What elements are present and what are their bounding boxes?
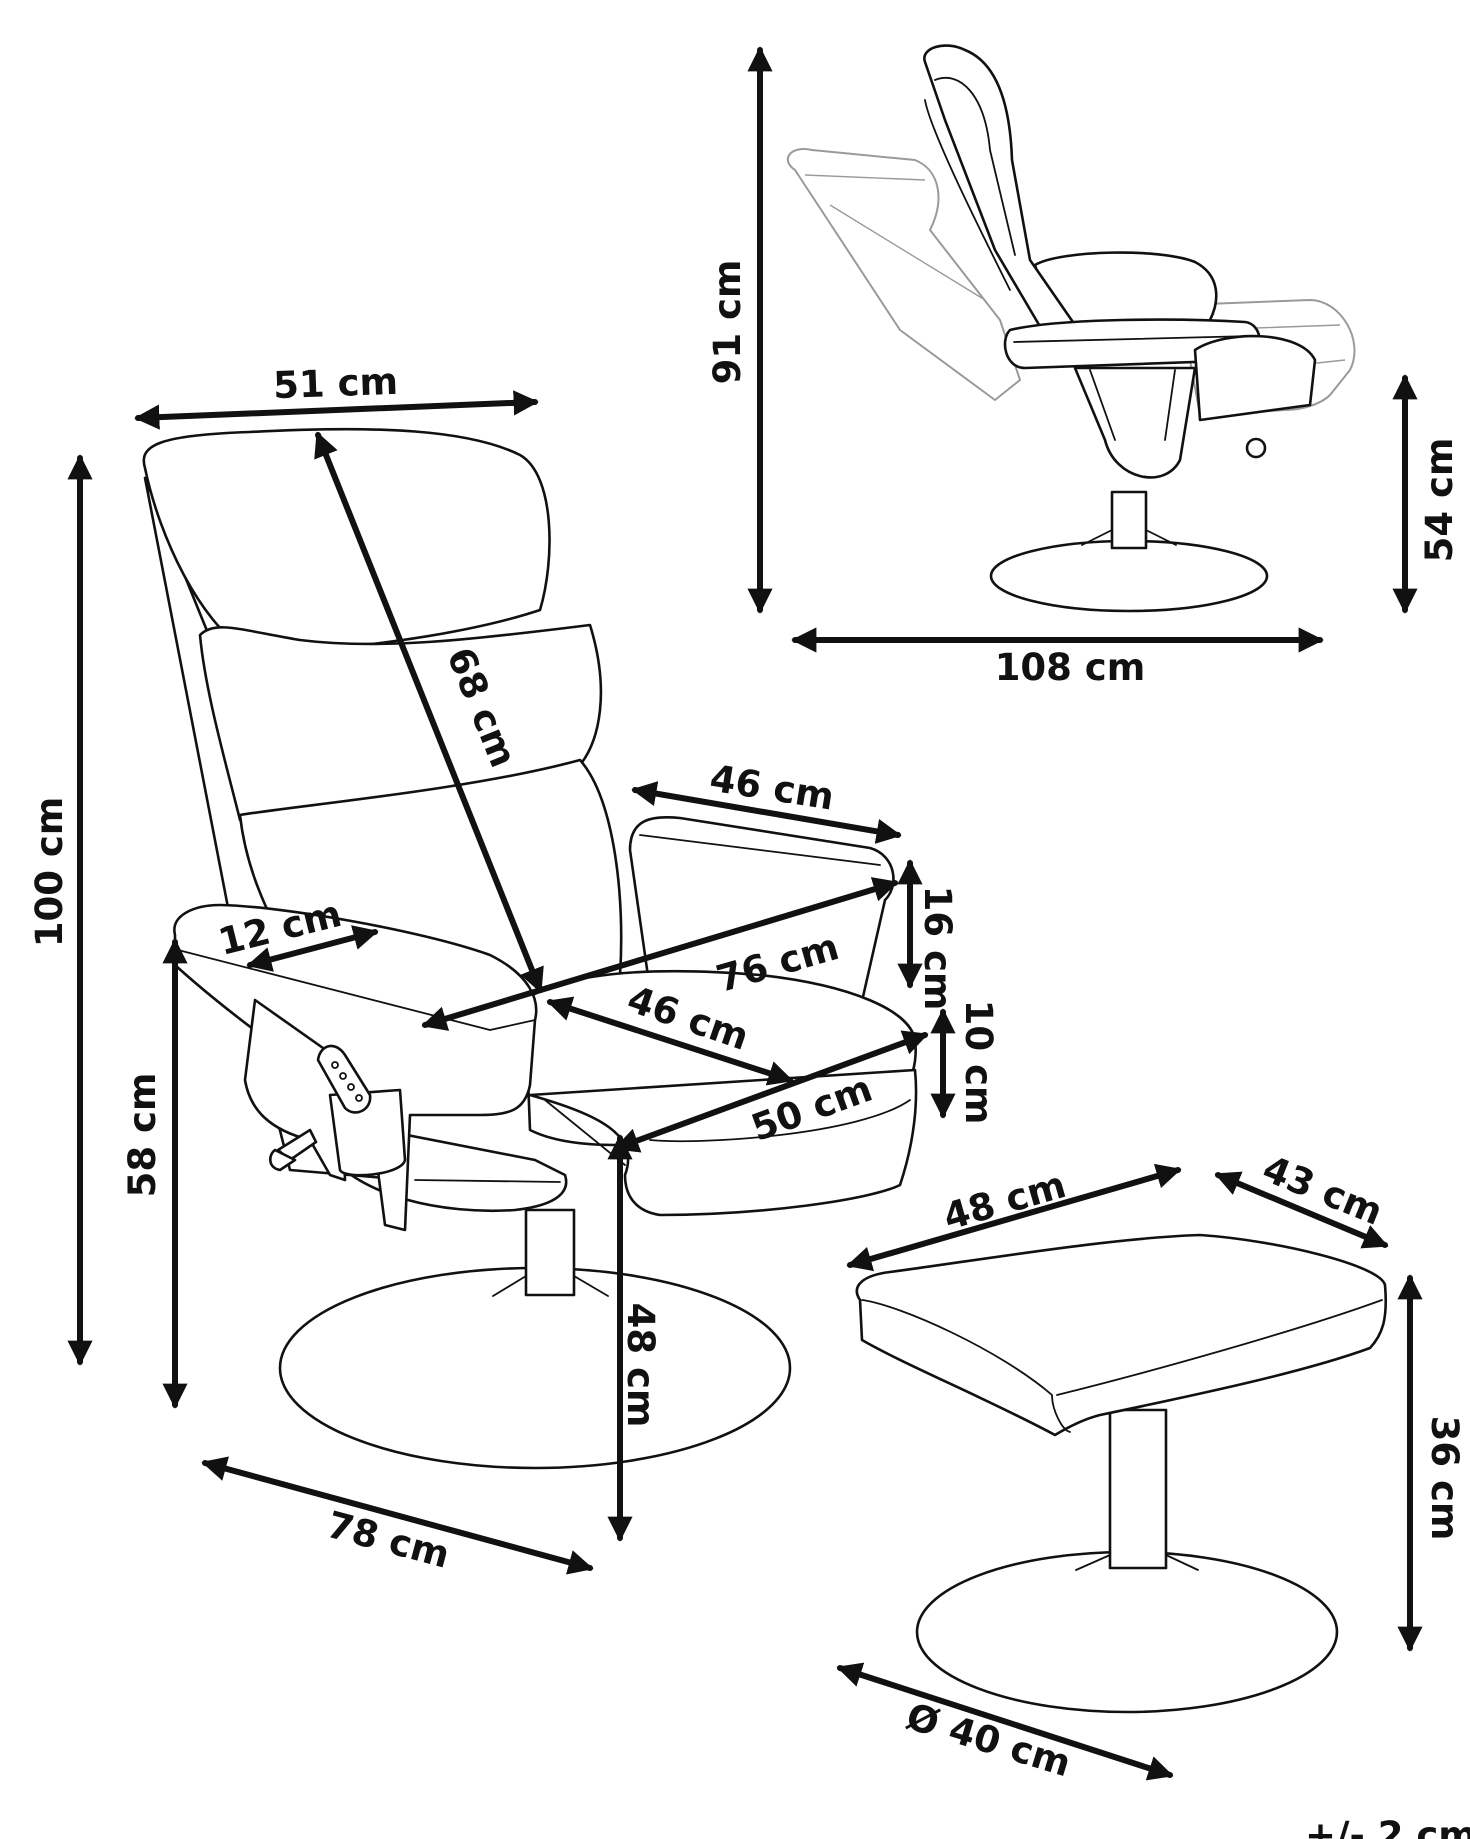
dim-arrow-seat-width-total [421,877,899,1031]
label-armrest-height-diff: 16 cm [916,886,959,1011]
dim-arrow-chair-depth [201,1456,594,1575]
dim-arrow-chair-width [134,390,539,430]
label-chair-width: 51 cm [272,360,398,407]
label-reclined-length: 108 cm [995,646,1146,689]
label-stool-base: Ø 40 cm [901,1695,1075,1786]
dim-arrow-stool-width [1214,1171,1389,1249]
dim-arrow-armrest-length [631,781,902,844]
footstool-drawing [855,1233,1387,1714]
label-stool-height: 36 cm [1423,1416,1466,1541]
label-seat-thickness: 10 cm [957,1000,1000,1125]
label-stool-length: 48 cm [939,1163,1071,1239]
dimension-arrows [67,46,1423,1781]
dim-arrow-stool-length [846,1163,1182,1272]
label-armrest-length: 46 cm [707,757,837,819]
dim-arrow-seat-width [613,1030,929,1153]
label-tolerance: +/- 2 cm [1305,1814,1470,1839]
dim-arrow-armrest-width [246,925,379,972]
reclined-chair-drawing [786,44,1356,613]
dim-arrow-stool-base [836,1662,1174,1781]
label-seat-height: 48 cm [619,1303,662,1428]
label-armrest-height: 58 cm [121,1073,164,1198]
label-reclined-height: 91 cm [706,260,749,385]
label-total-height: 100 cm [28,797,71,948]
label-reclined-seat-height: 54 cm [1418,438,1461,563]
